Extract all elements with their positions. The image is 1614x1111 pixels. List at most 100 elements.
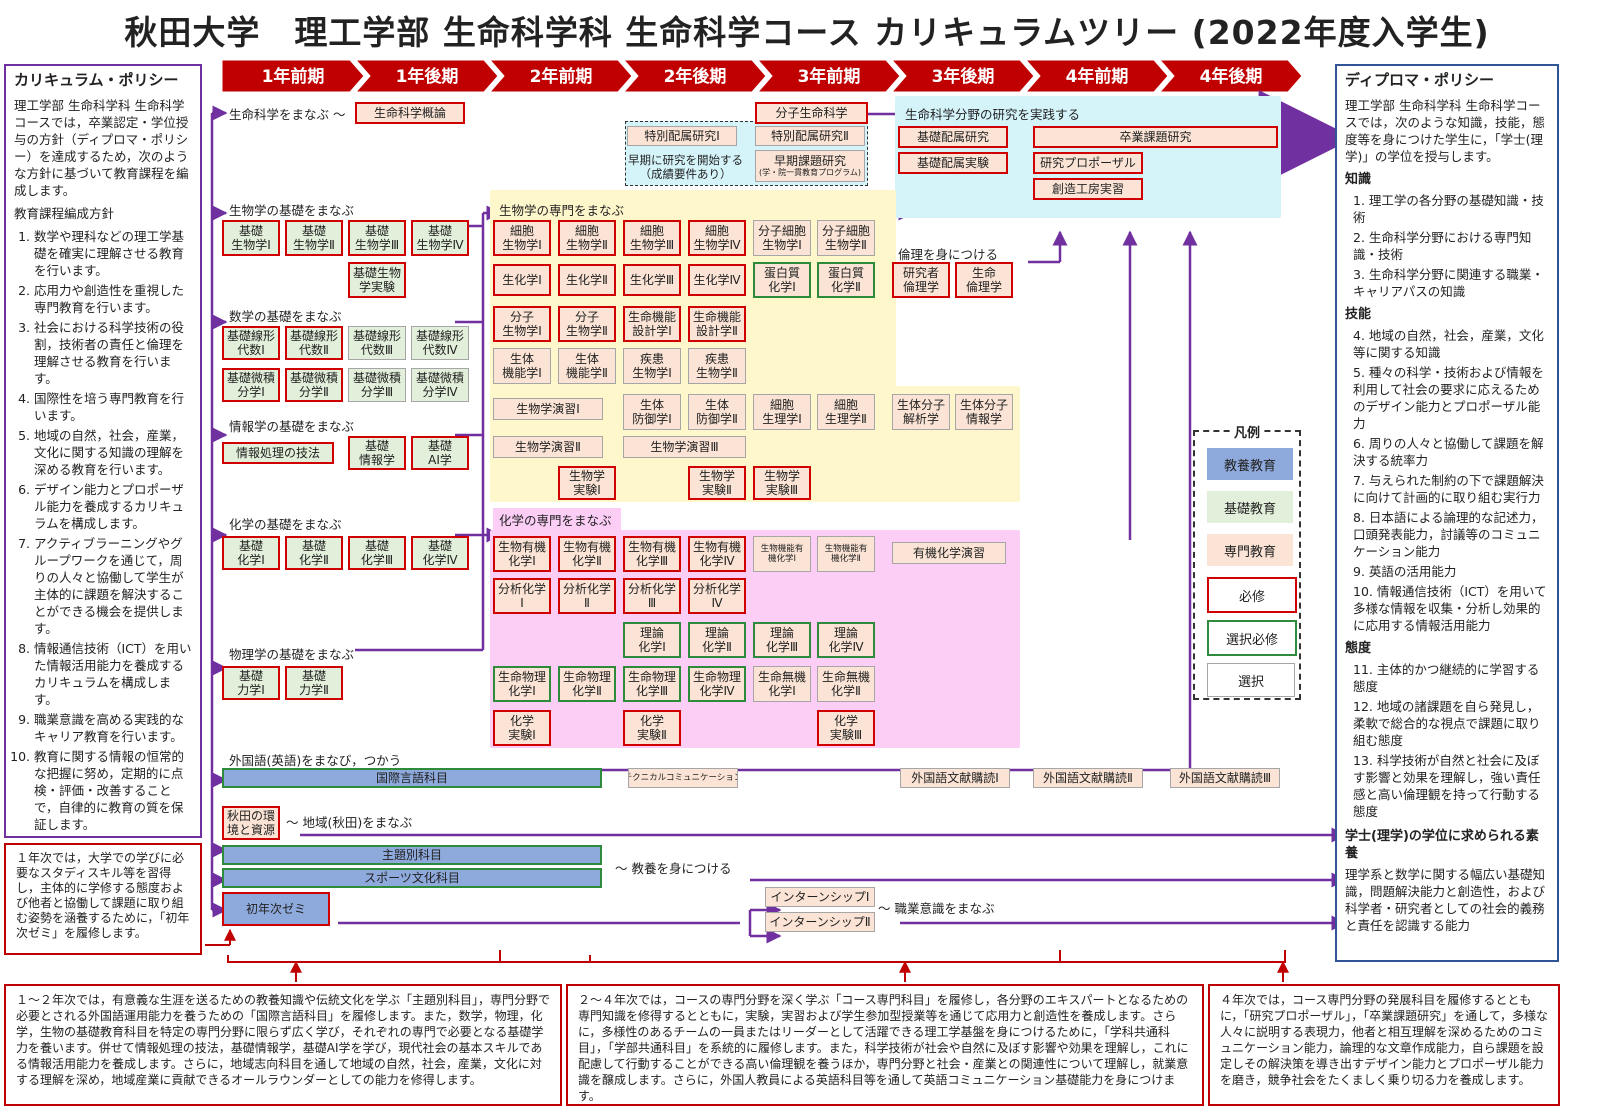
semester-chevron	[756, 59, 901, 93]
course-bio4: 基礎 生物学Ⅳ	[411, 220, 469, 256]
label-ethics: 倫理を身につける	[898, 247, 999, 262]
semester-chevron	[1024, 59, 1169, 93]
curriculum-policy-item: 地域の自然，社会，産業，文化に関する知識の理解を深める教育を行います。	[34, 427, 192, 478]
course-sports: スポーツ文化科目	[222, 868, 602, 888]
course-prot1: 蛋白質 化学Ⅰ	[753, 262, 811, 298]
course-dis2: 疾患 生物学Ⅱ	[688, 348, 746, 384]
course-def1: 生体 防御学Ⅰ	[623, 394, 681, 430]
course-theme: 主題別科目	[222, 845, 602, 865]
diploma-policy-item: 13. 科学技術が自然と社会に及ぼす影響と効果を理解し，強い責任感と高い倫理観を…	[1353, 753, 1541, 819]
course-th3: 理論 化学Ⅲ	[753, 622, 811, 658]
course-c-bunshi: 分子生命科学	[755, 102, 868, 124]
course-info-ai: 基礎 AI学	[411, 436, 469, 470]
course-cal1: 基礎微積 分学Ⅰ	[222, 368, 280, 402]
semester-chevron	[622, 59, 767, 93]
course-ex-bio3: 生物学演習Ⅲ	[623, 436, 746, 458]
diploma-policy-item: 11. 主体的かつ継続的に学習する態度	[1353, 662, 1540, 694]
diploma-policy-item: 4. 地域の自然，社会，産業，文化等に関する知識	[1353, 328, 1544, 360]
diploma-policy-item: 1. 理工学の各分野の基礎知識・技術	[1353, 193, 1544, 225]
semester-chevron	[354, 59, 499, 93]
course-cell3: 細胞 生物学Ⅲ	[623, 220, 681, 256]
course-bio1: 基礎 生物学Ⅰ	[222, 220, 280, 256]
course-c-soki-label: 早期課題研究	[773, 154, 846, 168]
curriculum-policy-item: 応用力や創造性を重視した専門教育を行います。	[34, 282, 192, 316]
legend-elective-required: 選択必修	[1207, 620, 1297, 656]
diploma-policy-item: 7. 与えられた制約の下で課題解決に向けて計画的に取り組む実行力	[1353, 473, 1544, 505]
note-year-4: ４年次では，コース専門分野の発展科目を履修するとともに，「研究プロポーザル」，「…	[1208, 984, 1560, 1106]
label-life-science: 生命科学をまなぶ 〜	[229, 107, 346, 122]
legend-title: 凡例	[1229, 426, 1264, 441]
label-region: 〜 地域(秋田)をまなぶ	[286, 815, 413, 830]
label-research-practice: 生命科学分野の研究を実践する	[905, 107, 1081, 122]
course-lin1: 基礎線形 代数Ⅰ	[222, 326, 280, 360]
diploma-policy-sections: 知識 1. 理工学の各分野の基礎知識・技術 2. 生命科学分野における専門知識・技術…	[1345, 171, 1549, 820]
course-func1: 生体 機能学Ⅰ	[493, 348, 551, 384]
semester-label: 3年前期	[798, 66, 861, 87]
curriculum-policy-box: カリキュラム・ポリシー 理工学部 生命科学科 生命科学コースでは，卒業認定・学位…	[4, 64, 202, 838]
diploma-policy-item: 5. 種々の科学・技術および情報を利用して社会の要求に応えるためのデザイン能力と…	[1353, 365, 1544, 431]
course-def2: 生体 防御学Ⅱ	[688, 394, 746, 430]
course-an2: 分析化学 Ⅱ	[558, 578, 616, 614]
course-cal4: 基礎微積 分学Ⅳ	[411, 368, 469, 402]
course-bio2: 基礎 生物学Ⅱ	[285, 220, 343, 256]
label-liberal-arts: 〜 教養を身につける	[615, 861, 732, 876]
semester-label: 3年後期	[932, 66, 995, 87]
legend-elective: 選択	[1207, 663, 1295, 697]
course-pc4: 生命物理 化学Ⅳ	[688, 666, 746, 702]
course-chem1: 基礎 化学Ⅰ	[222, 536, 280, 570]
curriculum-policy-item: アクティブラーニングやグループワークを通じて，周りの人々と協働して学生が主体的に…	[34, 535, 192, 637]
course-ethics-res: 研究者 倫理学	[892, 262, 950, 298]
diploma-policy-item: 6. 周りの人々と協働して課題を解決する統率力	[1353, 436, 1544, 468]
curriculum-policy-heading: カリキュラム・ポリシー	[14, 71, 179, 89]
course-bchem1: 生化学Ⅰ	[493, 264, 551, 296]
course-ethics-life: 生命 倫理学	[955, 262, 1013, 298]
course-mcell1: 分子細胞 生物学Ⅰ	[753, 220, 811, 256]
course-func2: 生体 機能学Ⅱ	[558, 348, 616, 384]
course-lab-bio1: 生物学 実験Ⅰ	[558, 466, 616, 500]
course-pc2: 生命物理 化学Ⅱ	[558, 666, 616, 702]
course-bchem3: 生化学Ⅲ	[623, 264, 681, 296]
course-bio3: 基礎 生物学Ⅲ	[348, 220, 406, 256]
course-forg2: 生物機能有 機化学Ⅱ	[817, 536, 875, 572]
label-math-basics: 数学の基礎をまなぶ	[229, 309, 342, 324]
label-info-basics: 情報学の基礎をまなぶ	[229, 419, 355, 434]
curriculum-policy-item: デザイン能力とプロポーザル能力を養成するカリキュラムを構成します。	[34, 481, 192, 532]
semester-chevron	[221, 59, 365, 93]
course-lab-bio2: 生物学 実験Ⅱ	[688, 466, 746, 500]
curriculum-policy-item: 数学や理科などの理工学基礎を確実に理解させる教育を行います。	[34, 228, 192, 279]
course-info-tech: 情報処理の技法	[222, 442, 334, 464]
legend: 凡例 教養教育 基礎教育 専門教育 必修 選択必修 選択	[1193, 426, 1301, 700]
legend-specialized: 専門教育	[1207, 534, 1293, 566]
diploma-policy-box: ディプロマ・ポリシー 理工学部 生命科学科 生命科学コースでは，次のような知識，…	[1335, 64, 1559, 962]
diploma-policy-item: 2. 生命科学分野における専門知識・技術	[1353, 230, 1532, 262]
legend-basic: 基礎教育	[1207, 491, 1293, 523]
label-chem-basics: 化学の基礎をまなぶ	[229, 517, 342, 532]
course-c-kiso-kenkyu: 基礎配属研究	[898, 126, 1008, 148]
diploma-section-heading: 知識	[1345, 172, 1372, 187]
course-org3: 生物有機 化学Ⅲ	[623, 536, 681, 572]
course-c-kiso-jikken: 基礎配属実験	[898, 152, 1008, 174]
course-bchem2: 生化学Ⅱ	[558, 264, 616, 296]
course-lin4: 基礎線形 代数Ⅳ	[411, 326, 469, 360]
course-org1: 生物有機 化学Ⅰ	[493, 536, 551, 572]
curriculum-policy-item: 職業意識を高める実践的なキャリア教育を行います。	[34, 711, 192, 745]
course-c-sozo: 創造工房実習	[1033, 178, 1143, 200]
course-inorg2: 生命無機 化学Ⅱ	[817, 666, 875, 702]
course-seminar: 初年次ゼミ	[222, 892, 330, 926]
course-pc3: 生命物理 化学Ⅲ	[623, 666, 681, 702]
course-th1: 理論 化学Ⅰ	[623, 622, 681, 658]
label-foreign-language: 外国語(英語)をまなび，つかう	[229, 753, 402, 768]
course-an3: 分析化学 Ⅲ	[623, 578, 681, 614]
course-org2: 生物有機 化学Ⅱ	[558, 536, 616, 572]
course-mech2: 基礎 力学Ⅱ	[285, 666, 343, 700]
course-mech1: 基礎 力学Ⅰ	[222, 666, 280, 700]
course-inorg1: 生命無機 化学Ⅰ	[753, 666, 811, 702]
course-cal3: 基礎微積 分学Ⅲ	[348, 368, 406, 402]
course-mcell2: 分子細胞 生物学Ⅱ	[817, 220, 875, 256]
course-anal-bio: 生体分子 解析学	[892, 394, 950, 430]
course-lit3: 外国語文献購読Ⅲ	[1170, 768, 1280, 788]
course-lin3: 基礎線形 代数Ⅲ	[348, 326, 406, 360]
course-c-tokubetsu2: 特別配属研究Ⅱ	[755, 126, 865, 146]
course-c-soki-sub: (学・院一貫教育プログラム)	[758, 168, 861, 177]
